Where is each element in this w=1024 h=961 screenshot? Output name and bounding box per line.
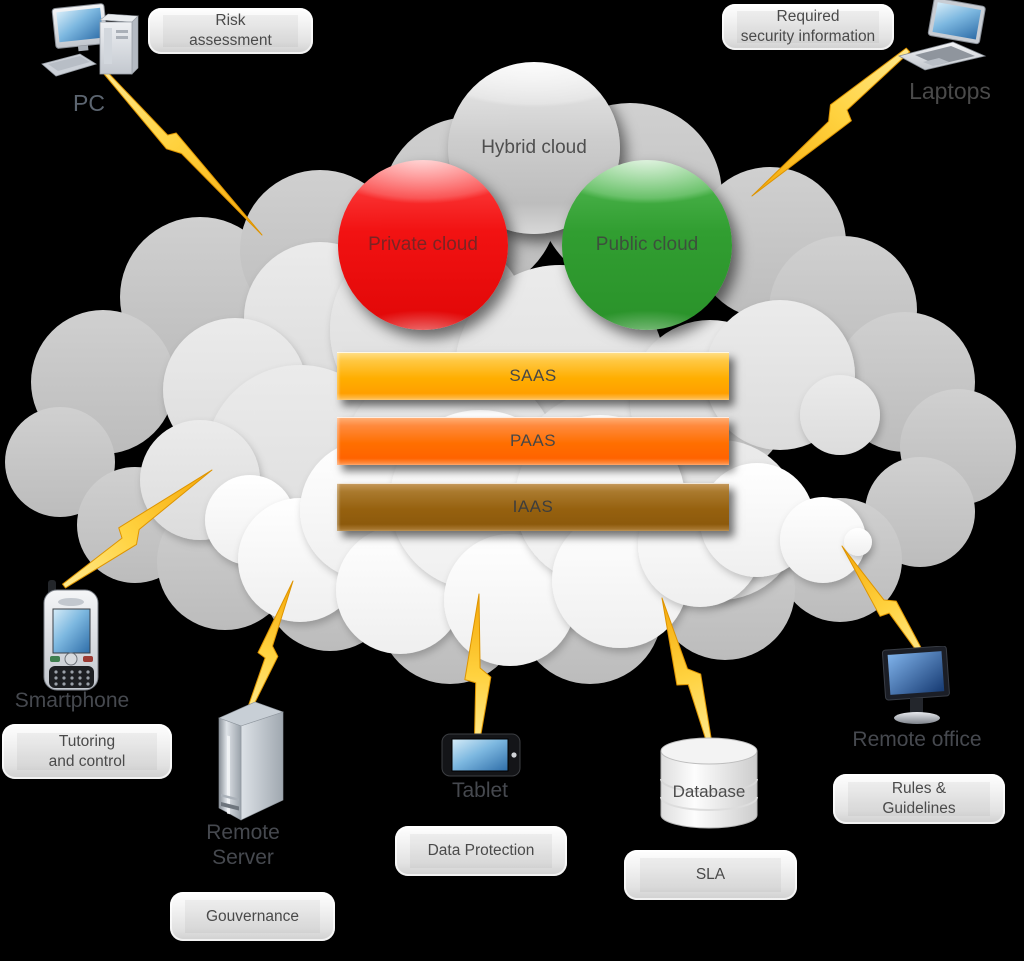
private-cloud-circle: Private cloud — [338, 160, 508, 330]
annotation-line: Required — [776, 8, 840, 26]
annotation-rules-guidelines: Rules & Guidelines — [833, 774, 1005, 824]
private-cloud-label: Private cloud — [368, 234, 478, 255]
tablet-icon — [441, 733, 521, 777]
database-caption: Database — [672, 782, 746, 801]
paas-layer-label: PAAS — [509, 431, 557, 450]
annotation-line: and control — [48, 752, 126, 770]
laptops-caption: Laptops — [909, 78, 991, 104]
cloud-bump — [5, 407, 115, 517]
bolt-pc-icon — [101, 68, 263, 236]
annotation-required-security-information: Required security information — [722, 4, 894, 50]
bolt-remote-server-icon — [246, 580, 294, 712]
server-icon — [218, 701, 284, 821]
annotation-line: Tutoring — [58, 732, 116, 750]
smartphone-caption: Smartphone — [14, 689, 130, 712]
saas-layer-label: SAAS — [509, 366, 557, 385]
bolt-laptops-icon — [751, 47, 911, 197]
annotation-line: Guidelines — [882, 800, 956, 817]
iaas-layer-bar: IAAS — [337, 483, 729, 531]
remote-server-caption: Remote Server — [206, 821, 280, 870]
annotation-line: Gouvernance — [205, 907, 300, 925]
remote-office-caption: Remote office — [852, 728, 982, 751]
annotation-line: assessment — [189, 32, 272, 49]
tablet-caption: Tablet — [451, 779, 509, 802]
public-cloud-circle: Public cloud — [562, 160, 732, 330]
annotation-line: Rules & — [891, 780, 947, 798]
public-cloud-label: Public cloud — [595, 234, 699, 255]
hybrid-cloud-label: Hybrid cloud — [481, 137, 587, 158]
annotation-line: security information — [740, 28, 876, 45]
annotation-tutoring-and-control: Tutoring and control — [2, 724, 172, 779]
annotation-line: Risk — [215, 12, 246, 30]
annotation-sla: SLA — [624, 850, 797, 900]
cloud-bump — [800, 375, 880, 455]
iaas-layer-label: IAAS — [512, 497, 554, 516]
annotation-gouvernance: Gouvernance — [170, 892, 335, 941]
annotation-line: SLA — [695, 866, 726, 884]
laptop-icon — [897, 0, 987, 71]
saas-layer-bar: SAAS — [337, 352, 729, 400]
database-icon — [660, 737, 758, 829]
paas-layer-bar: PAAS — [337, 417, 729, 465]
annotation-data-protection: Data Protection — [395, 826, 567, 876]
smartphone-icon — [43, 580, 99, 691]
monitor-icon — [881, 646, 950, 724]
pc-icon — [41, 3, 139, 77]
bolt-smartphone-icon — [62, 469, 213, 589]
annotation-line: Data Protection — [427, 842, 535, 860]
bolt-tablet-icon — [464, 593, 492, 743]
annotation-risk-assessment: Risk assessment — [148, 8, 313, 54]
cloud-bump — [844, 528, 872, 556]
bolt-database-icon — [661, 597, 712, 743]
lightning-bolts — [62, 47, 926, 743]
cloud-bump — [780, 497, 866, 583]
pc-caption: PC — [73, 90, 105, 116]
